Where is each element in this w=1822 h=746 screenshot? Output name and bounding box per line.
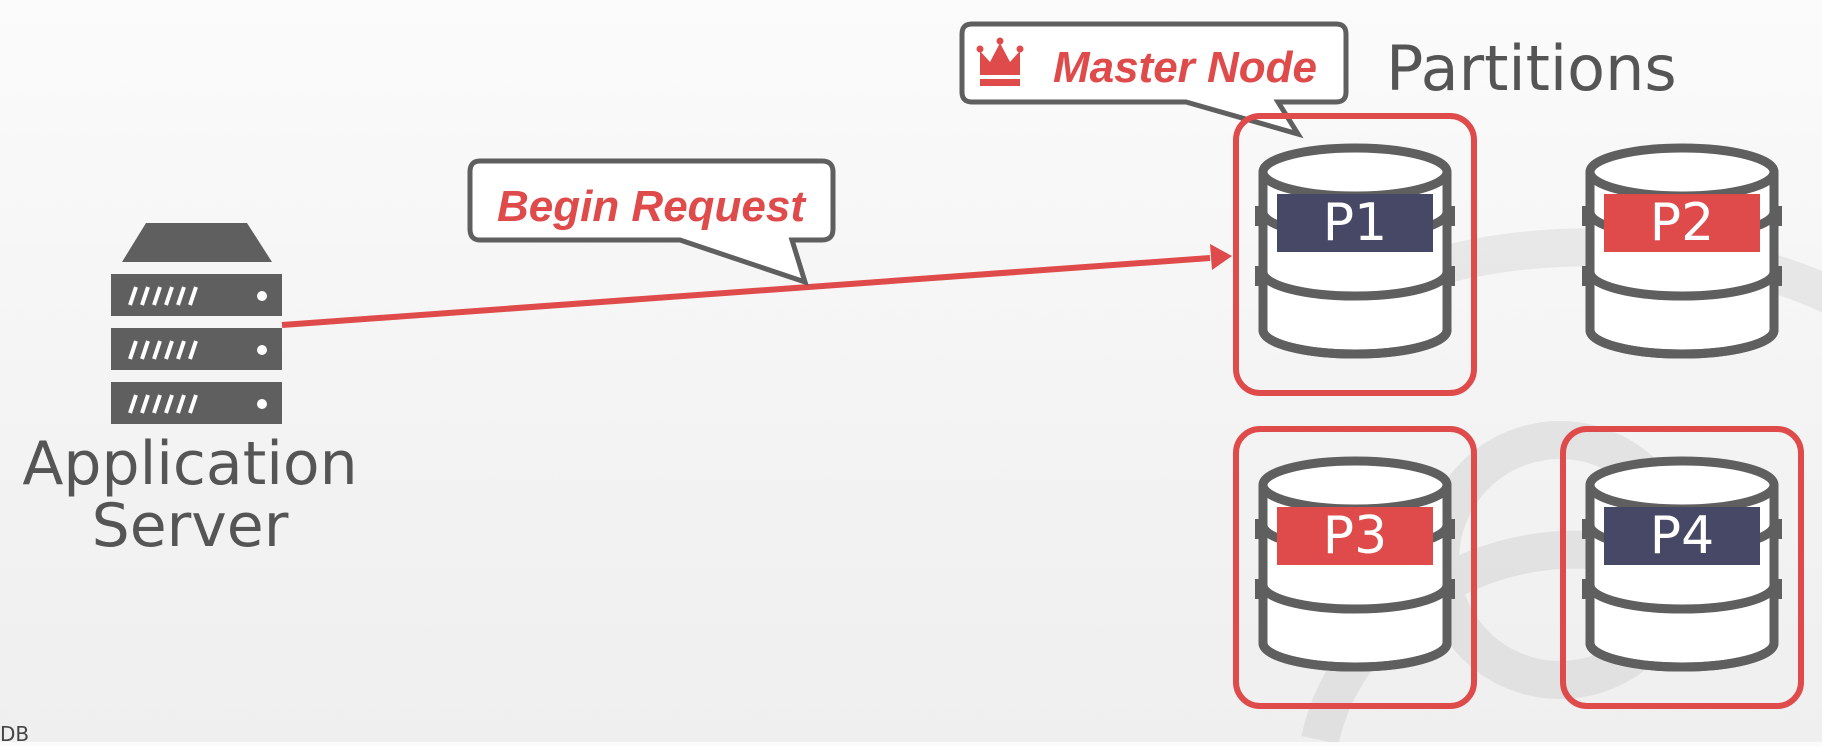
partition-highlight-box bbox=[1233, 426, 1477, 709]
request-arrow bbox=[281, 244, 1232, 328]
partition-label-band bbox=[1277, 507, 1433, 565]
partition-highlight-box bbox=[1233, 113, 1477, 396]
server-label-line2: Server bbox=[92, 491, 289, 561]
partition-label: P2 bbox=[1650, 193, 1714, 253]
partition-label-band bbox=[1604, 194, 1760, 252]
server-label-line1: Application bbox=[22, 429, 357, 499]
partition-label: P3 bbox=[1323, 506, 1387, 566]
crown-icon bbox=[976, 37, 1024, 86]
partition-p3: P3 bbox=[1233, 426, 1477, 709]
master-node-callout: Master Node bbox=[959, 21, 1349, 139]
partition-label: P1 bbox=[1323, 193, 1387, 253]
partition-highlight-box bbox=[1560, 426, 1804, 709]
partition-p1: P1 bbox=[1233, 113, 1477, 396]
partition-p2: P2 bbox=[1582, 143, 1782, 359]
partition-label-band bbox=[1604, 507, 1760, 565]
partition-label-band bbox=[1277, 194, 1433, 252]
partition-p4: P4 bbox=[1560, 426, 1804, 709]
master-node-text: Master Node bbox=[1053, 43, 1317, 92]
footer-label: DB bbox=[0, 722, 30, 746]
begin-request-callout: Begin Request bbox=[467, 158, 836, 286]
partitions-title: Partitions bbox=[1386, 32, 1677, 105]
partition-label: P4 bbox=[1650, 506, 1714, 566]
begin-request-text: Begin Request bbox=[497, 182, 807, 231]
server-icon bbox=[111, 223, 282, 424]
